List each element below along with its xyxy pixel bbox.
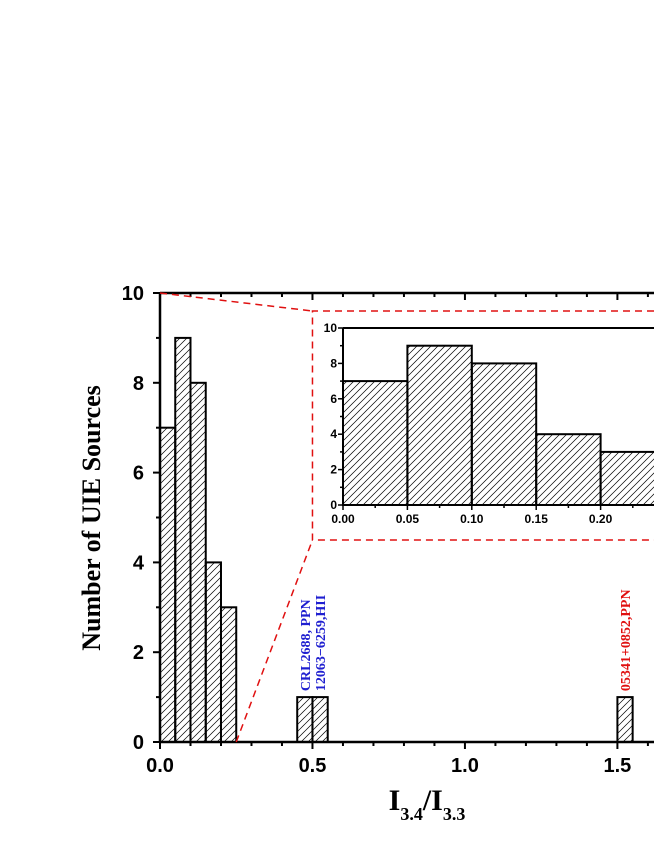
- histogram-bar-4: [219, 606, 238, 743]
- inset-chart: 0 2 4 6 8 10 0.00 0.05 0.10 0.15 0.20: [324, 321, 654, 526]
- histogram-bar-1: [174, 336, 192, 743]
- inset-y-tick-label-8: 8: [330, 356, 337, 370]
- inset-x-tick-label-0.20: 0.20: [589, 512, 613, 526]
- x-axis-title-main2: I: [431, 784, 443, 817]
- inset-bar-0: [342, 380, 409, 507]
- annotation-0: CRL2688, PPN: [299, 599, 314, 691]
- inset-bar-2: [470, 362, 538, 506]
- main-bars: [159, 336, 634, 744]
- inset-y-tick-label-10: 10: [324, 321, 338, 335]
- zoom-box: [311, 310, 654, 541]
- inset-y-tick-label-4: 4: [330, 427, 337, 441]
- x-axis-title-slash: /: [422, 784, 432, 817]
- y-tick-label-4: 4: [133, 552, 145, 574]
- inset-x-tick-label-0.00: 0.00: [331, 512, 355, 526]
- x-tick-label-1.5: 1.5: [604, 755, 632, 777]
- x-axis-title-main: I: [389, 784, 401, 817]
- x-tick-label-1.0: 1.0: [451, 755, 479, 777]
- main-axes: 0 2 4 6 8 10 0.0 0.5 1.0 1.5: [122, 283, 654, 777]
- histogram-bar-2: [189, 381, 207, 743]
- y-tick-label-8: 8: [133, 373, 144, 395]
- y-axis-title: Number of UIE Sources: [77, 385, 106, 651]
- x-axis-title: I3.4/I3.3: [389, 784, 466, 824]
- zoom-connector-top: [159, 292, 313, 312]
- y-tick-label-0: 0: [133, 732, 144, 754]
- inset-axes: 0 2 4 6 8 10 0.00 0.05 0.10 0.15 0.20: [324, 321, 654, 526]
- inset-x-tick-label-0.05: 0.05: [396, 512, 420, 526]
- inset-x-tick-label-0.10: 0.10: [460, 512, 484, 526]
- histogram-bar-0: [159, 426, 177, 743]
- y-tick-label-10: 10: [122, 283, 144, 305]
- inset-bar-3: [535, 433, 602, 507]
- histogram-bar-5: [296, 696, 314, 743]
- zoom-lines: [159, 292, 654, 743]
- histogram-bar-3: [204, 561, 222, 744]
- annotation-1: 12063−6259,HII: [314, 595, 329, 691]
- y-tick-label-2: 2: [133, 642, 144, 664]
- x-tick-label-0.0: 0.0: [146, 755, 174, 777]
- inset-y-tick-label-2: 2: [330, 463, 337, 477]
- annotation-2: 05341+0852,PPN: [619, 589, 634, 691]
- y-tick-label-6: 6: [133, 463, 144, 485]
- inset-bar-4: [599, 450, 654, 506]
- x-tick-label-0.5: 0.5: [299, 755, 327, 777]
- x-axis-title-sub1: 3.4: [400, 804, 423, 824]
- inset-y-tick-label-6: 6: [330, 392, 337, 406]
- inset-y-tick-label-0: 0: [330, 498, 337, 512]
- histogram-bar-6: [311, 696, 329, 743]
- inset-bars: [342, 344, 654, 507]
- inset-bar-1: [406, 344, 473, 507]
- histogram-bar-7: [616, 696, 634, 743]
- inset-x-tick-label-0.15: 0.15: [525, 512, 549, 526]
- x-axis-title-sub2: 3.3: [443, 804, 466, 824]
